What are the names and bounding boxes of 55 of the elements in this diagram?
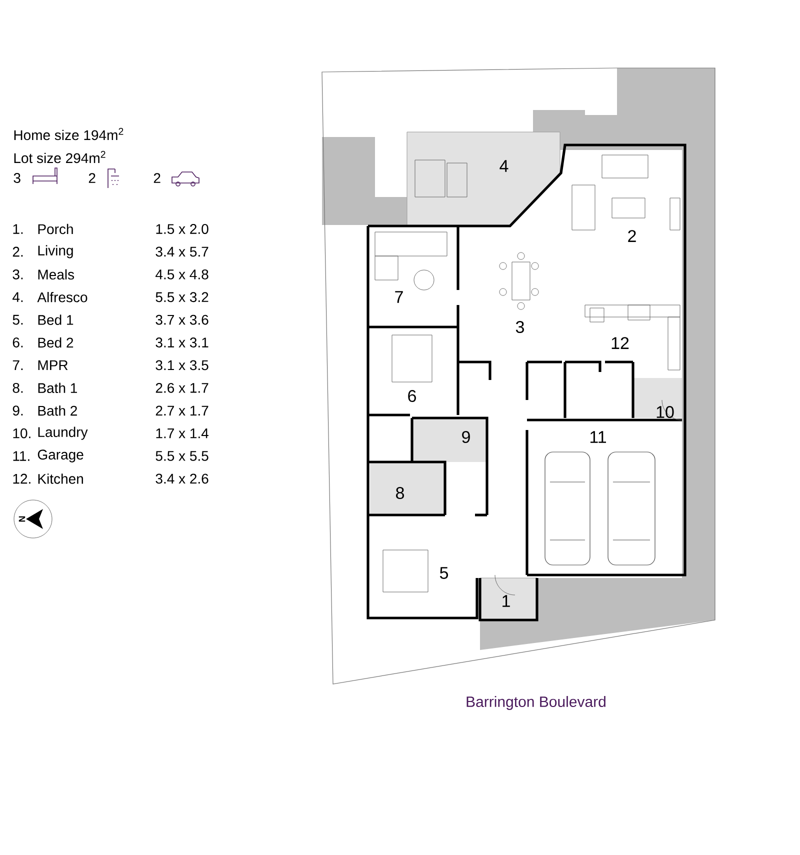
north-letter: N <box>18 516 26 522</box>
room-number: 10 <box>656 406 674 418</box>
room-number: 9 <box>462 430 470 444</box>
room-number: 11 <box>590 431 606 443</box>
room-number: 5. <box>12 314 23 325</box>
room-number: 3 <box>516 321 524 334</box>
room-name: Laundry <box>38 426 88 440</box>
room-dimensions: 3.4 x 5.7 <box>156 246 208 257</box>
lot-size: Lot size 294m$^{2}$ <box>14 150 106 164</box>
room-dimensions: 1.5 x 2.0 <box>156 224 208 234</box>
room-number: 8. <box>12 382 23 393</box>
room-name: Porch <box>38 224 73 234</box>
room-name: Living <box>38 245 73 258</box>
count: 2 <box>154 173 160 183</box>
room-dimensions: 3.1 x 3.1 <box>156 338 208 348</box>
room-name: Bath 2 <box>38 405 77 416</box>
room-number: 11. <box>13 451 30 461</box>
room-number: 8 <box>396 486 404 500</box>
count: 3 <box>14 173 20 183</box>
room-dimensions: 5.5 x 3.2 <box>156 292 208 302</box>
room-name: Alfresco <box>37 292 88 302</box>
room-dimensions: 3.7 x 3.6 <box>156 314 208 325</box>
room-name: MPR <box>38 360 68 370</box>
room-number: 6 <box>408 390 416 402</box>
room-name: Bath 1 <box>38 382 77 394</box>
room-number: 10. <box>13 428 30 438</box>
home-size: Home size 194m$^{2}$ <box>14 128 124 140</box>
room-dimensions: 1.7 x 1.4 <box>156 428 208 438</box>
room-name: Garage <box>38 450 84 462</box>
room-name: Meals <box>38 269 74 280</box>
street-name: Barrington Boulevard <box>466 696 606 710</box>
room-number: 1 <box>502 595 510 607</box>
room-dimensions: 2.7 x 1.7 <box>156 406 208 416</box>
room-number: 12. <box>13 474 30 484</box>
room-dimensions: 3.4 x 2.6 <box>156 474 208 484</box>
room-number: 3. <box>12 269 23 280</box>
room-name: Bed 1 <box>38 314 74 325</box>
room-number: 1. <box>13 224 23 234</box>
room-number: 2 <box>628 230 636 242</box>
room-number: 7. <box>12 360 23 370</box>
room-dimensions: 4.5 x 4.8 <box>156 269 208 280</box>
room-number: 5 <box>440 567 448 579</box>
room-number: 12 <box>612 337 629 349</box>
room-number: 6. <box>12 338 23 348</box>
room-number: 2. <box>12 246 23 257</box>
room-number: 4. <box>12 292 23 302</box>
room-number: 9. <box>12 406 23 416</box>
room-name: Bed 2 <box>38 337 74 348</box>
room-dimensions: 3.1 x 3.5 <box>156 360 208 370</box>
count: 2 <box>88 173 96 183</box>
room-number: 4 <box>500 160 508 172</box>
room-dimensions: 5.5 x 5.5 <box>156 451 208 461</box>
room-name: Kitchen <box>38 474 83 484</box>
room-number: 7 <box>395 291 403 303</box>
room-dimensions: 2.6 x 1.7 <box>156 382 208 393</box>
